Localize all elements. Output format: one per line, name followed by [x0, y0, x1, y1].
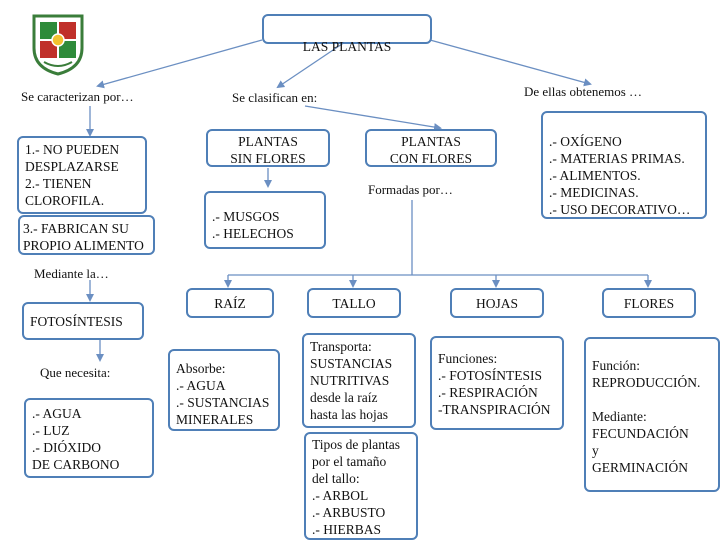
box-productos: .- OXÍGENO .- MATERIAS PRIMAS. .- ALIMEN… — [541, 111, 707, 219]
label-mediante: Mediante la… — [34, 266, 109, 281]
box-raiz: RAÍZ — [186, 288, 274, 318]
title-box: LAS PLANTAS — [262, 14, 432, 54]
box-transporta: Transporta: SUSTANCIAS NUTRITIVAS desde … — [302, 333, 416, 428]
box-absorbe: Absorbe: .- AGUA .- SUSTANCIAS MINERALES — [168, 349, 280, 431]
box-hojas: HOJAS — [450, 288, 544, 318]
box-con-flores: PLANTAS CON FLORES — [365, 129, 497, 167]
box-fabrican: 3.- FABRICAN SU PROPIO ALIMENTO — [18, 215, 155, 255]
box-tallo: TALLO — [307, 288, 401, 318]
box-funcion-flores: Función: REPRODUCCIÓN. Mediante: FECUNDA… — [584, 337, 720, 492]
school-crest-logo — [32, 14, 84, 76]
label-formadas: Formadas por… — [368, 182, 453, 197]
label-obtenemos: De ellas obtenemos … — [524, 84, 643, 99]
box-funciones: Funciones: .- FOTOSÍNTESIS .- RESPIRACIÓ… — [430, 336, 564, 430]
label-clasifican: Se clasifican en: — [232, 90, 318, 105]
label-caracterizan: Se caracterizan por… — [21, 89, 134, 104]
box-musgos: .- MUSGOS .- HELECHOS — [204, 191, 326, 249]
box-no-pueden: 1.- NO PUEDEN DESPLAZARSE 2.- TIENEN CLO… — [17, 136, 147, 214]
box-tipos: Tipos de plantas por el tamaño del tallo… — [304, 432, 418, 540]
diagram-title: LAS PLANTAS — [302, 39, 392, 54]
box-necesidades: .- AGUA .- LUZ .- DIÓXIDO DE CARBONO — [24, 398, 154, 478]
box-flores: FLORES — [602, 288, 696, 318]
box-fotosintesis: FOTOSÍNTESIS — [22, 302, 144, 340]
label-necesita: Que necesita: — [40, 365, 111, 380]
box-sin-flores: PLANTAS SIN FLORES — [206, 129, 330, 167]
